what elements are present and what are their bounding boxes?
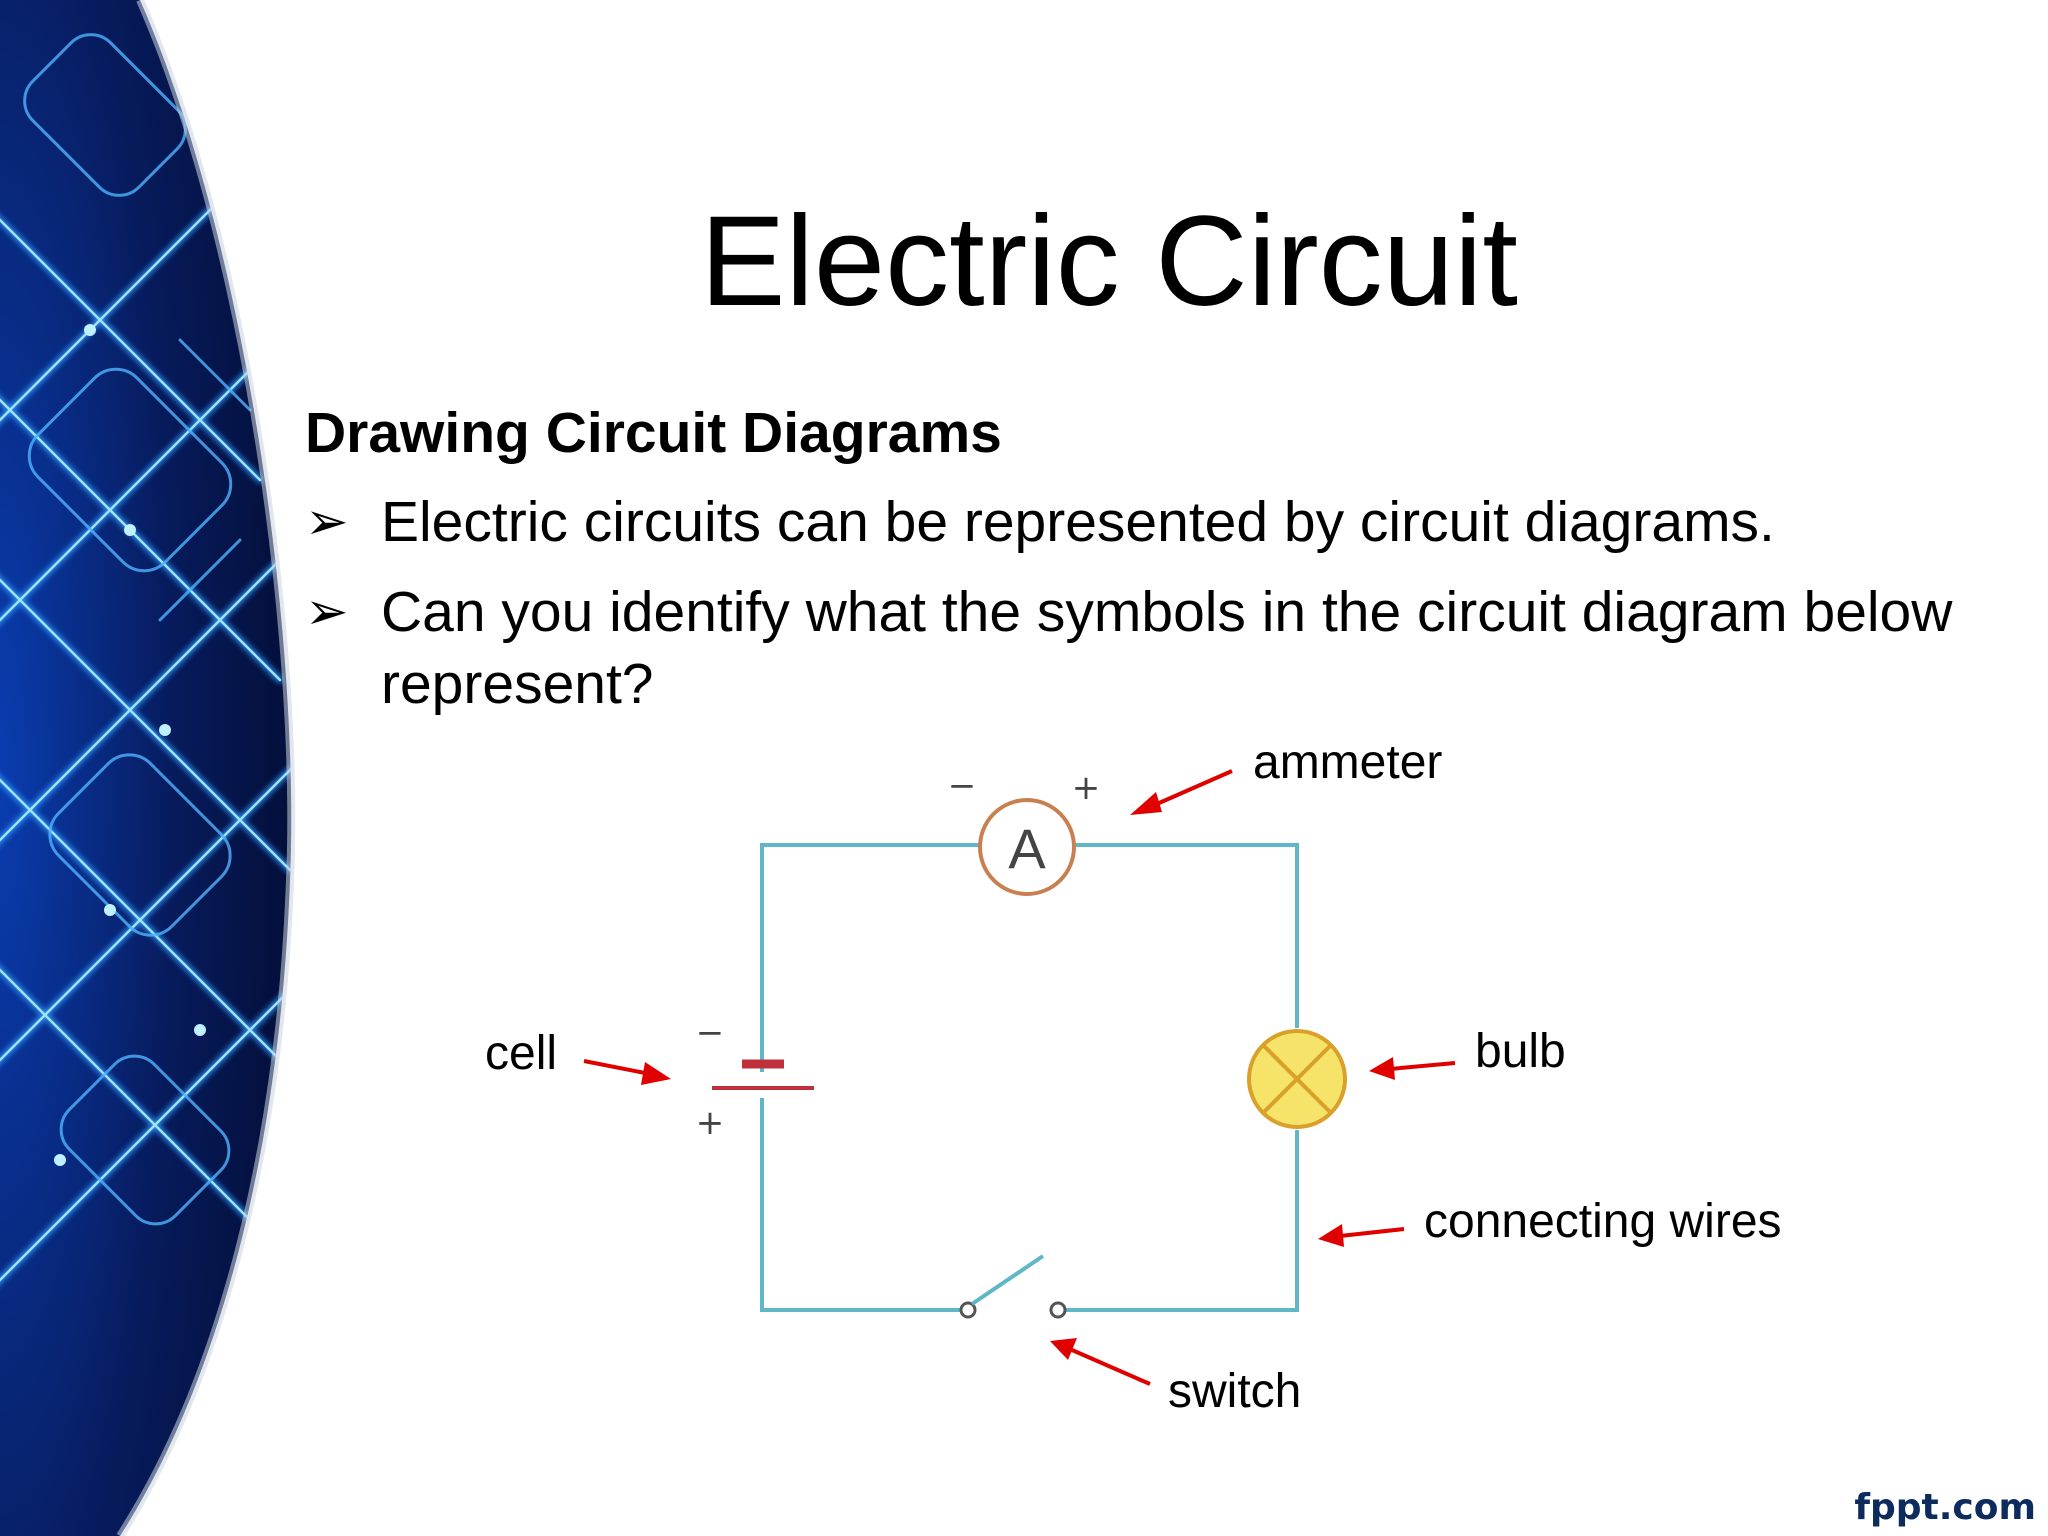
brand-logo: fppt.com — [1854, 1487, 2036, 1528]
label-switch: switch — [1168, 1365, 1302, 1418]
arrow-bulb-icon — [1369, 1057, 1456, 1080]
ammeter-letter: A — [1008, 817, 1046, 880]
arrow-switch-icon — [1050, 1338, 1151, 1386]
cell-symbol: − + — [696, 1013, 814, 1143]
arrow-bullet-icon: ➢ — [305, 582, 349, 642]
bulb-symbol — [1247, 1029, 1347, 1129]
cell-minus-sign: − — [696, 1013, 725, 1053]
arrow-wires-icon — [1318, 1224, 1405, 1247]
arrow-cell-icon — [583, 1059, 671, 1085]
circuit-traces — [0, 33, 292, 1303]
ammeter-symbol: A − + — [948, 766, 1101, 896]
switch-symbol — [959, 1254, 1067, 1319]
connecting-wires — [760, 843, 1299, 1312]
bullet-text: Electric circuits can be represented by … — [381, 490, 1775, 554]
label-arrows — [583, 769, 1456, 1386]
label-cell: cell — [485, 1027, 558, 1080]
ammeter-plus-sign: + — [1072, 768, 1101, 808]
ammeter-minus-sign: − — [948, 766, 977, 806]
label-connecting-wires: connecting wires — [1424, 1195, 1782, 1248]
slide-subheading: Drawing Circuit Diagrams — [305, 401, 1002, 465]
label-ammeter: ammeter — [1253, 736, 1443, 789]
arrow-bullet-icon: ➢ — [305, 492, 349, 552]
arc-edge-shadow — [116, 0, 296, 1536]
label-bulb: bulb — [1475, 1025, 1566, 1078]
cell-plus-sign: + — [696, 1103, 725, 1143]
arrow-ammeter-icon — [1130, 769, 1233, 815]
slide-title: Electric Circuit — [700, 190, 1518, 333]
bullet-text: Can you identify what the symbols in the… — [381, 580, 1953, 716]
